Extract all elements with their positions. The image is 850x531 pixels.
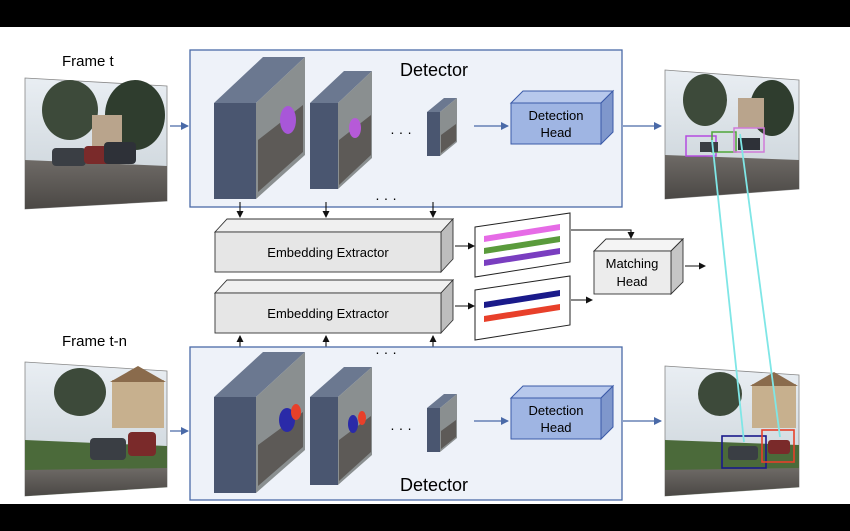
- ellipsis-bottom-inner: · · ·: [390, 420, 412, 436]
- embedding-extractor-top-label: Embedding Extractor: [267, 245, 389, 260]
- detection-head-top-label-2: Head: [540, 125, 571, 140]
- embedding-vector-red: [484, 304, 560, 322]
- match-line-2: [739, 133, 781, 438]
- embedding-vector-purple: [484, 248, 560, 266]
- embedding-card-top: [474, 212, 571, 278]
- detector-bottom-title: Detector: [400, 475, 468, 495]
- embedding-vector-navy: [484, 290, 560, 308]
- frame-t-n-label: Frame t-n: [62, 333, 127, 350]
- detection-head-top: [509, 89, 615, 146]
- feature-block-top-2: [310, 71, 372, 189]
- matching-head-label-1: Matching: [606, 256, 659, 271]
- match-line-1: [711, 139, 745, 443]
- feature-block-bottom-1: [214, 352, 305, 493]
- feature-block-top-3: [427, 98, 457, 156]
- feature-block-top-1: [214, 57, 305, 199]
- feature-block-bottom-2: [310, 367, 372, 485]
- frame-t-image: [24, 77, 168, 210]
- matching-head-label-2: Head: [616, 274, 647, 289]
- ellipsis-top-inner: · · ·: [390, 124, 412, 140]
- output-frame-t-image: [664, 69, 800, 200]
- embedding-vector-green: [484, 236, 560, 254]
- detection-head-bottom: [509, 384, 615, 441]
- ellipsis-bottom-above: · · ·: [375, 344, 397, 360]
- embedding-extractor-bottom-label: Embedding Extractor: [267, 306, 389, 321]
- embedding-vector-magenta: [484, 224, 560, 242]
- output-frame-t-n-image: [664, 365, 800, 497]
- detection-head-bottom-label-2: Head: [540, 420, 571, 435]
- feature-block-bottom-3: [427, 394, 457, 452]
- detection-head-bottom-label-1: Detection: [529, 403, 584, 418]
- detection-head-top-label-1: Detection: [529, 108, 584, 123]
- ellipsis-top-below: · · ·: [375, 190, 397, 206]
- frame-t-n-image: [24, 361, 168, 497]
- matching-head: [592, 237, 685, 296]
- frame-t-label: Frame t: [62, 53, 115, 70]
- embeddings-top-to-matching-arrow: [571, 229, 635, 239]
- embedding-extractor-top: [213, 217, 455, 274]
- detector-top-title: Detector: [400, 60, 468, 80]
- embedding-extractor-bottom: [213, 278, 455, 335]
- embedding-card-bottom: [474, 275, 571, 341]
